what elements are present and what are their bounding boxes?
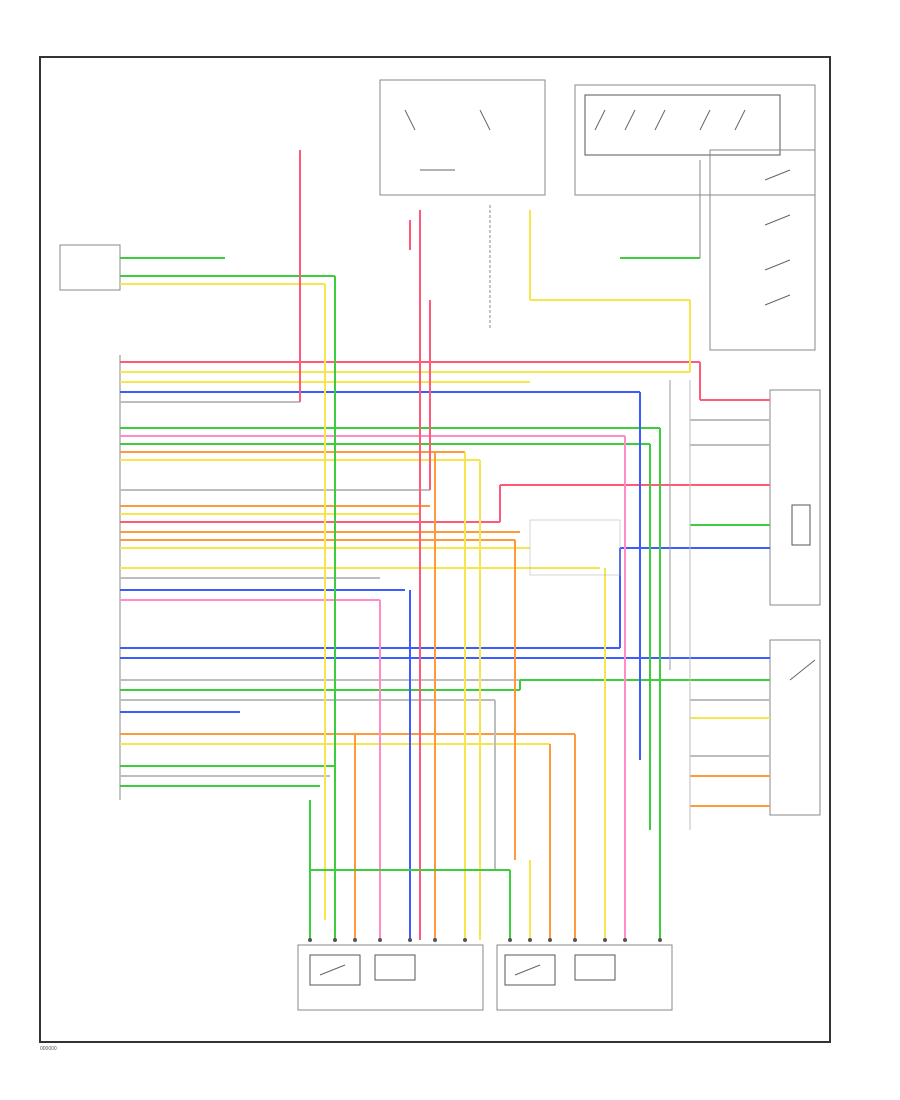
pin-markers: [308, 938, 662, 942]
vertical-wires: [299, 150, 701, 940]
right-connector: [769, 389, 821, 816]
top-right-switch-panel: [574, 84, 816, 351]
bottom-right-module: [496, 944, 673, 1011]
bottom-left-module: [297, 944, 484, 1011]
mid-note: [529, 519, 621, 576]
left-connector: [59, 244, 121, 800]
top-relay-block: [379, 79, 546, 196]
horizontal-wires: [120, 257, 770, 807]
diagram-frame: [39, 56, 831, 1043]
footer-code: 000000: [40, 1046, 57, 1052]
